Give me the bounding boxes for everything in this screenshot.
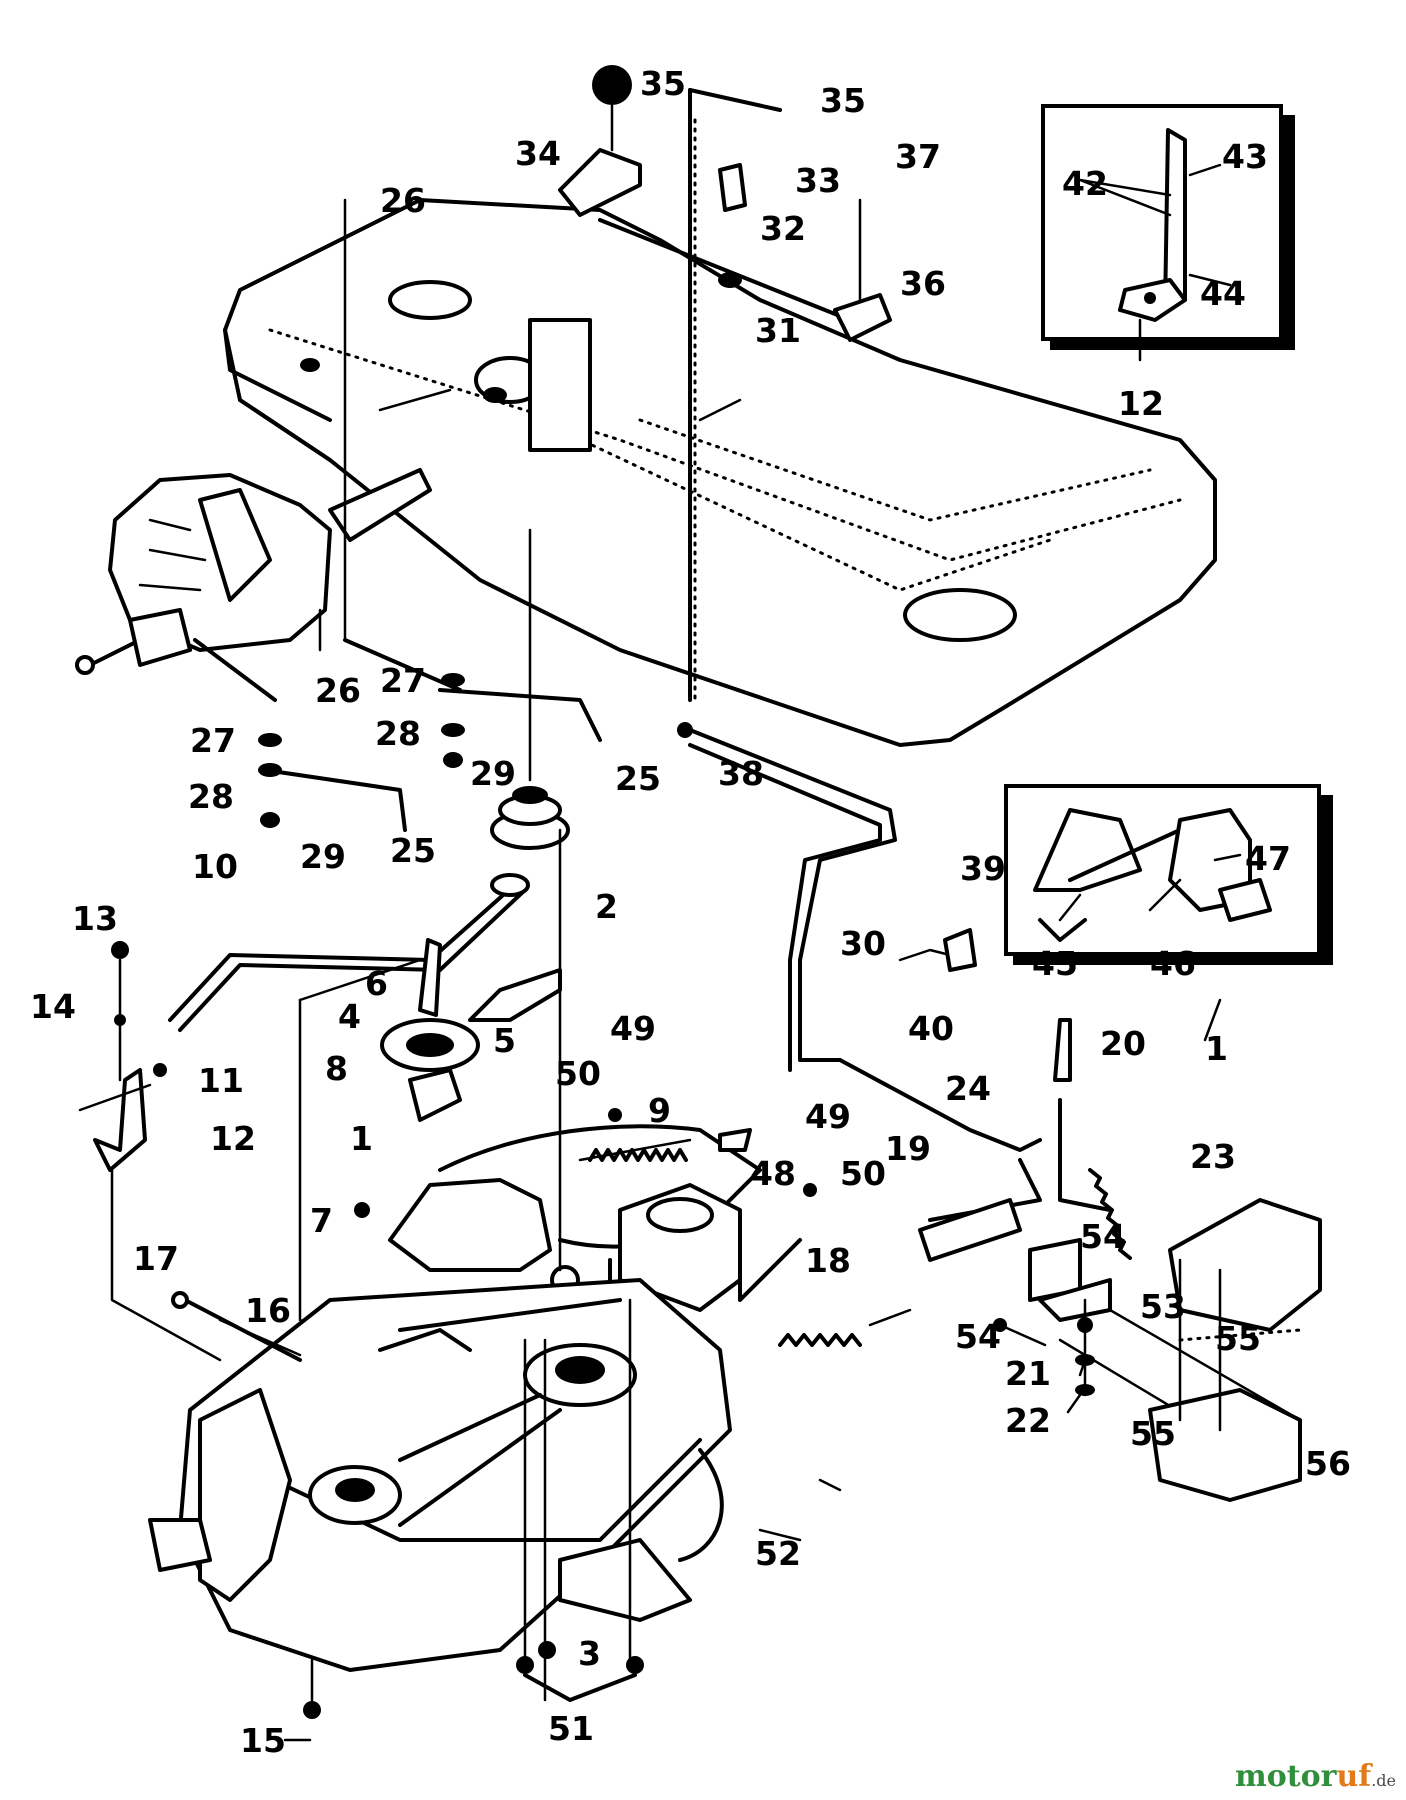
label-16: 16 [245,1291,291,1330]
lift-rod-10 [78,873,530,1362]
spring-18 [778,1308,912,1347]
label-27a: 27 [380,661,426,700]
label-25b: 25 [390,831,436,870]
label-29a: 29 [470,754,516,793]
label-39: 39 [960,849,1006,888]
label-20: 20 [1100,1024,1146,1063]
label-40: 40 [908,1009,954,1048]
label-32: 32 [760,209,806,248]
upper-bracket-group [558,65,892,738]
label-43: 43 [1222,137,1268,176]
label-25a: 25 [615,759,661,798]
belt-guard-48 [608,1108,817,1332]
label-7: 7 [310,1201,333,1240]
label-24: 24 [945,1069,991,1108]
label-33: 33 [795,161,841,200]
control-rod-30 [688,728,1302,1462]
label-36: 36 [900,264,946,303]
label-50a: 50 [555,1054,601,1093]
label-4: 4 [338,997,361,1036]
deck-pins [303,1298,644,1719]
label-45: 45 [1032,944,1078,983]
label-28a: 28 [375,714,421,753]
watermark-part2: uf [1336,1759,1372,1794]
label-31: 31 [755,311,801,350]
part-number-labels: 1 1 2 3 4 5 6 7 8 9 10 11 12 12 13 14 15… [30,64,1351,1760]
label-23: 23 [1190,1137,1236,1176]
label-35a: 35 [640,64,686,103]
idler-arm-plate [354,828,762,1295]
label-5: 5 [493,1021,516,1060]
label-54b: 54 [955,1317,1001,1356]
label-18: 18 [805,1241,851,1280]
idler-pulley [490,786,570,850]
belt-16-17 [171,1291,302,1362]
label-21: 21 [1005,1354,1051,1393]
label-17: 17 [133,1239,179,1278]
label-26a: 26 [380,181,426,220]
label-28b: 28 [188,777,234,816]
label-53: 53 [1140,1287,1186,1326]
label-47: 47 [1245,839,1291,878]
label-44: 44 [1200,274,1246,313]
label-8: 8 [325,1049,348,1088]
mower-frame-deck [223,198,1217,747]
label-11: 11 [198,1061,244,1100]
label-3: 3 [578,1634,601,1673]
label-27b: 27 [190,721,236,760]
label-42: 42 [1062,164,1108,203]
label-12-inset: 12 [1118,384,1164,423]
label-52: 52 [755,1534,801,1573]
label-50b: 50 [840,1154,886,1193]
watermark-part1: motor [1235,1759,1337,1794]
inset-bracket-12 [1041,104,1295,362]
label-56: 56 [1305,1444,1351,1483]
label-35b: 35 [820,81,866,120]
watermark-logo: motoruf.de [1235,1759,1396,1794]
label-49b: 49 [805,1097,851,1136]
label-54a: 54 [1080,1217,1126,1256]
label-29b: 29 [300,837,346,876]
inset-bracket-1 [1004,784,1333,1042]
label-34: 34 [515,134,561,173]
label-55a: 55 [1215,1319,1261,1358]
label-49a: 49 [610,1009,656,1048]
label-30: 30 [840,924,886,963]
label-55b: 55 [1130,1414,1176,1453]
label-13: 13 [72,899,118,938]
label-6: 6 [365,964,388,1003]
label-10: 10 [192,847,238,886]
label-22: 22 [1005,1401,1051,1440]
left-linkage-rods [193,198,602,832]
label-14: 14 [30,987,76,1026]
mower-deck-housing [148,1278,732,1672]
label-9: 9 [648,1091,671,1130]
label-51: 51 [548,1709,594,1748]
label-48: 48 [750,1154,796,1193]
label-12: 12 [210,1119,256,1158]
label-19: 19 [885,1129,931,1168]
label-46: 46 [1150,944,1196,983]
transmission-assembly [75,468,432,675]
label-15: 15 [240,1721,286,1760]
label-1: 1 [350,1119,373,1158]
spring-9 [578,1128,752,1162]
label-2: 2 [595,887,618,926]
pin-20-spring-23 [1053,1018,1132,1260]
leader-lines [283,1323,1087,1742]
label-38: 38 [718,754,764,793]
watermark-suffix: .de [1371,1771,1396,1790]
engine-block [1148,1198,1322,1502]
label-37: 37 [895,137,941,176]
label-26b: 26 [315,671,361,710]
label-1-inset: 1 [1205,1029,1228,1068]
